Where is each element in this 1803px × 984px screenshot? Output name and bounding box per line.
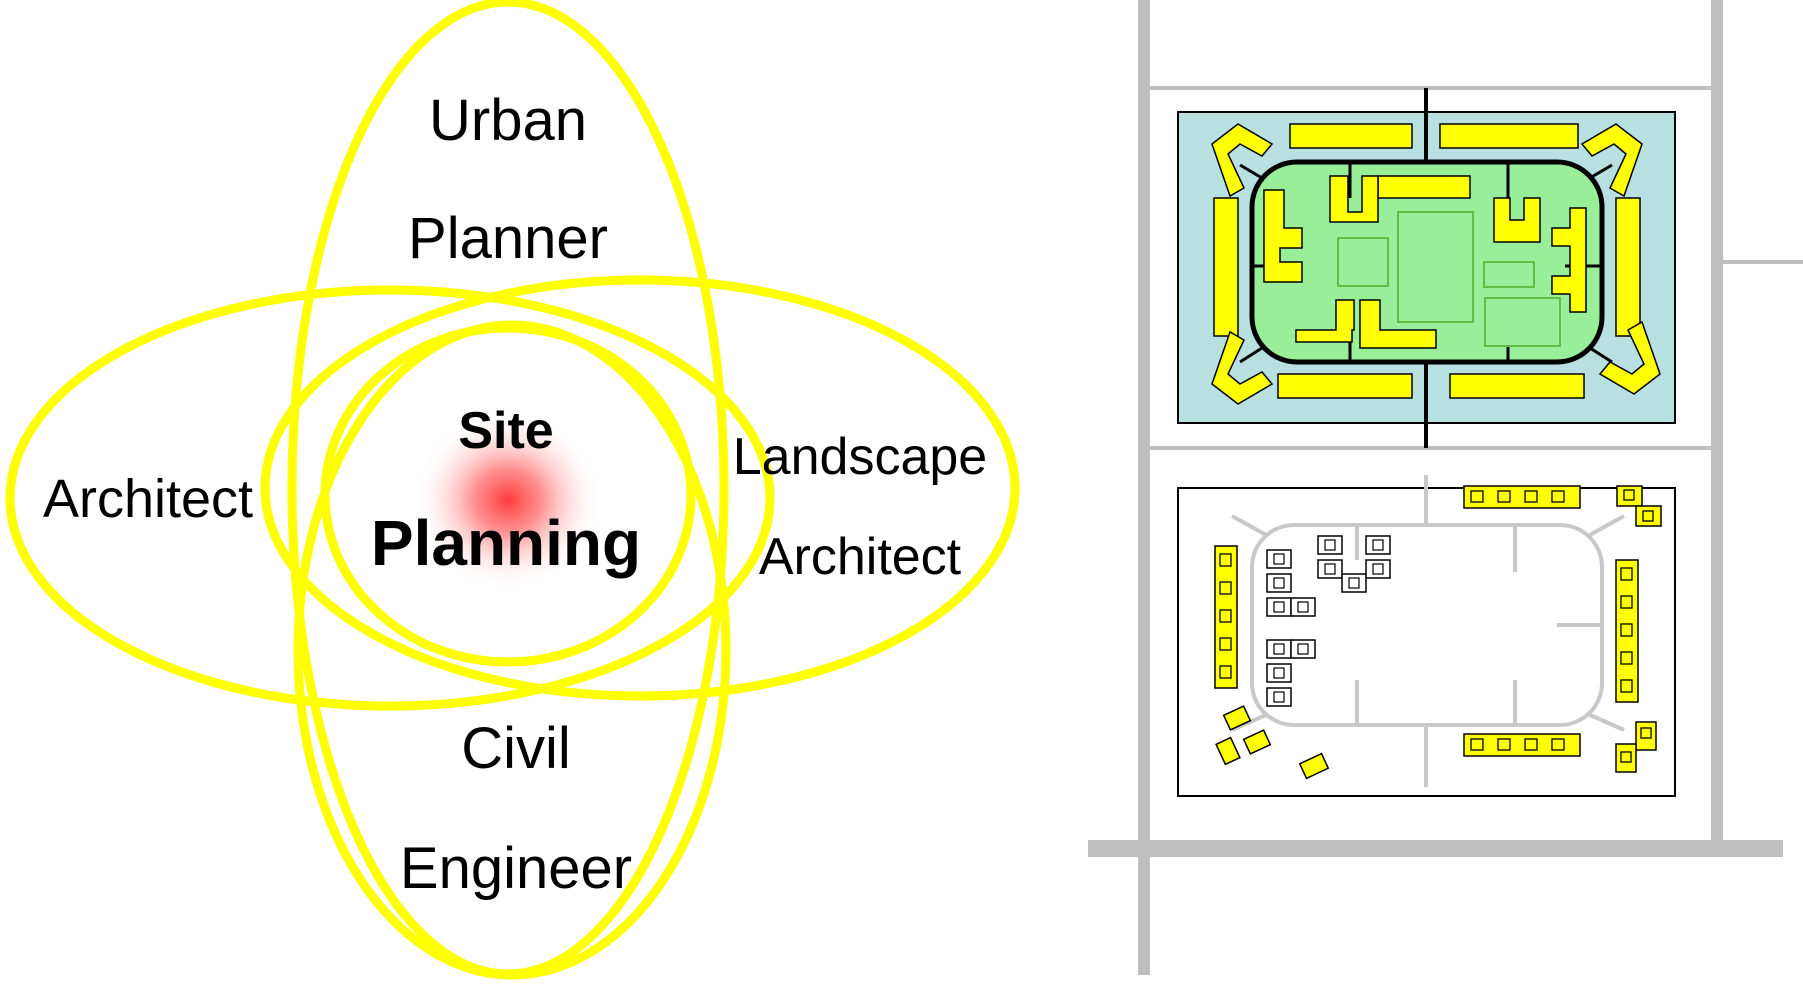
building bbox=[1551, 207, 1587, 313]
lot-markers bbox=[1219, 489, 1654, 763]
road-south bbox=[1088, 840, 1783, 857]
architect-ellipse bbox=[5, 285, 775, 711]
lot bbox=[1635, 505, 1662, 527]
building bbox=[1289, 123, 1413, 149]
road-network bbox=[1088, 0, 1803, 975]
yellow-lots bbox=[1214, 485, 1662, 780]
structure bbox=[1365, 559, 1391, 579]
lot-strip bbox=[1463, 733, 1581, 757]
existing-structures bbox=[1266, 535, 1391, 707]
road-divider-top bbox=[1150, 86, 1712, 90]
venn-diagram: Urban Planner Architect Landscape Archit… bbox=[5, 0, 1020, 980]
building bbox=[1493, 197, 1541, 243]
green-spaces bbox=[1337, 211, 1561, 347]
lot-strip bbox=[1463, 485, 1581, 509]
road-east-spur bbox=[1723, 260, 1803, 264]
structure bbox=[1266, 639, 1292, 659]
building bbox=[1615, 197, 1641, 337]
lot bbox=[1616, 485, 1643, 507]
building bbox=[1295, 299, 1355, 343]
structure bbox=[1266, 663, 1292, 683]
buildings bbox=[1211, 123, 1661, 405]
green-space bbox=[1484, 297, 1561, 347]
green-space bbox=[1337, 237, 1389, 287]
road-divider-mid bbox=[1150, 446, 1712, 450]
structure bbox=[1290, 597, 1316, 617]
building bbox=[1213, 197, 1239, 337]
building bbox=[1439, 123, 1579, 149]
faint-roads bbox=[1231, 475, 1625, 787]
site-plans bbox=[1088, 0, 1803, 975]
building bbox=[1359, 299, 1437, 349]
structure bbox=[1266, 573, 1292, 593]
road-west bbox=[1138, 0, 1150, 975]
site-label: Site bbox=[458, 402, 553, 460]
lot bbox=[1242, 729, 1272, 755]
building bbox=[1277, 373, 1413, 399]
lot-strip bbox=[1615, 559, 1639, 703]
center-glow bbox=[413, 410, 603, 590]
lot-strip bbox=[1214, 545, 1238, 689]
civil-label: Civil bbox=[461, 716, 571, 781]
building bbox=[1598, 320, 1661, 395]
structure bbox=[1317, 535, 1343, 555]
structure bbox=[1266, 687, 1292, 707]
road-east bbox=[1711, 0, 1723, 845]
lot bbox=[1298, 752, 1330, 780]
landscape-architect-label: Architect bbox=[759, 528, 962, 586]
lot bbox=[1215, 736, 1241, 766]
building bbox=[1211, 123, 1274, 198]
structure bbox=[1266, 597, 1292, 617]
lot bbox=[1635, 721, 1657, 751]
green-space bbox=[1483, 261, 1535, 288]
landscape-architect-ellipse bbox=[260, 275, 1020, 701]
planning-label: Planning bbox=[371, 507, 641, 579]
engineer-label: Engineer bbox=[400, 836, 632, 901]
building bbox=[1449, 373, 1585, 399]
lot bbox=[1222, 705, 1252, 731]
structure-markers bbox=[1273, 539, 1384, 703]
structure bbox=[1317, 559, 1343, 579]
building bbox=[1329, 175, 1379, 223]
building bbox=[1211, 330, 1274, 405]
building bbox=[1377, 175, 1471, 199]
structure bbox=[1365, 535, 1391, 555]
structure bbox=[1266, 549, 1292, 569]
lot bbox=[1615, 743, 1637, 773]
existing-conditions-plan bbox=[1177, 475, 1676, 797]
building bbox=[1580, 123, 1643, 198]
developed-site-plan bbox=[1177, 88, 1676, 448]
planner-label: Planner bbox=[408, 206, 608, 271]
landscape-label: Landscape bbox=[733, 428, 987, 486]
urban-label: Urban bbox=[429, 88, 587, 153]
site-planning-circle bbox=[320, 323, 696, 667]
green-space bbox=[1397, 211, 1474, 323]
building bbox=[1263, 189, 1303, 283]
architect-label: Architect bbox=[43, 469, 253, 529]
structure bbox=[1290, 639, 1316, 659]
structure bbox=[1341, 573, 1367, 593]
